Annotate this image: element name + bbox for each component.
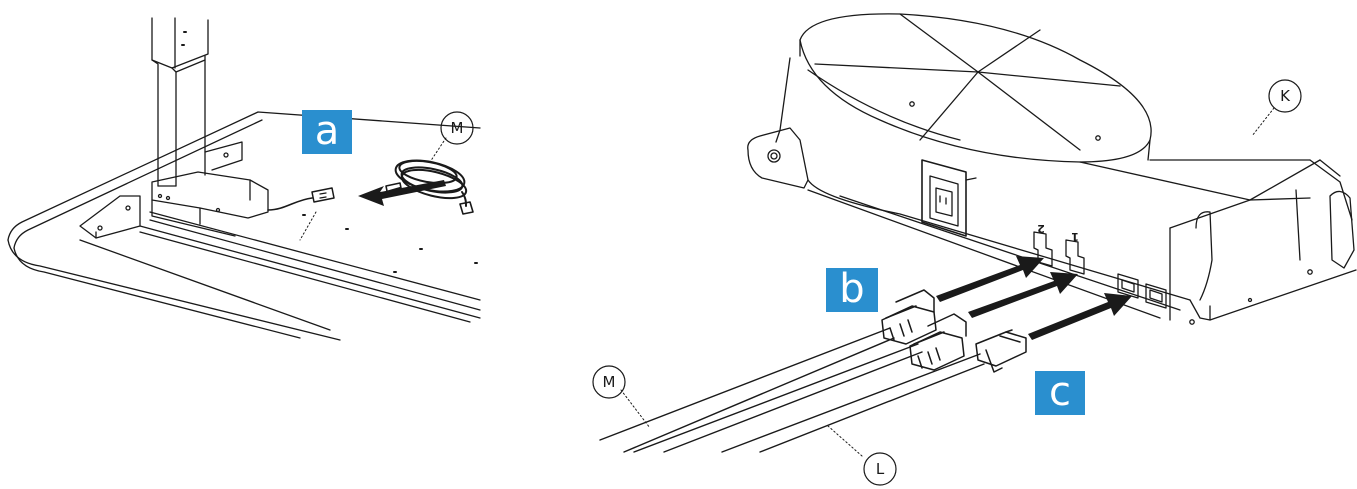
desk-frame-drawing [7,17,481,341]
arrow-b-lower [968,272,1078,318]
arrow-a [358,180,446,206]
insertion-arrows [358,180,1132,340]
control-box-drawing [747,13,1357,325]
port-1-label: 1 [1071,230,1079,243]
callout-circles [440,79,1302,486]
callout-l: L [876,460,885,478]
step-badge-a: a [302,110,352,154]
step-badge-b: b [826,268,878,312]
callout-m-top: M [451,119,464,137]
arrow-b-upper [936,256,1044,302]
connector-plugs [881,289,1027,373]
step-badge-c: c [1035,371,1085,415]
callout-k: K [1280,87,1291,105]
arrow-c [1028,293,1132,340]
port-2-label: 2 [1037,222,1045,235]
callout-m-bottom: M [603,373,616,391]
cables-bottom [599,327,985,453]
leader-lines [299,107,1275,457]
